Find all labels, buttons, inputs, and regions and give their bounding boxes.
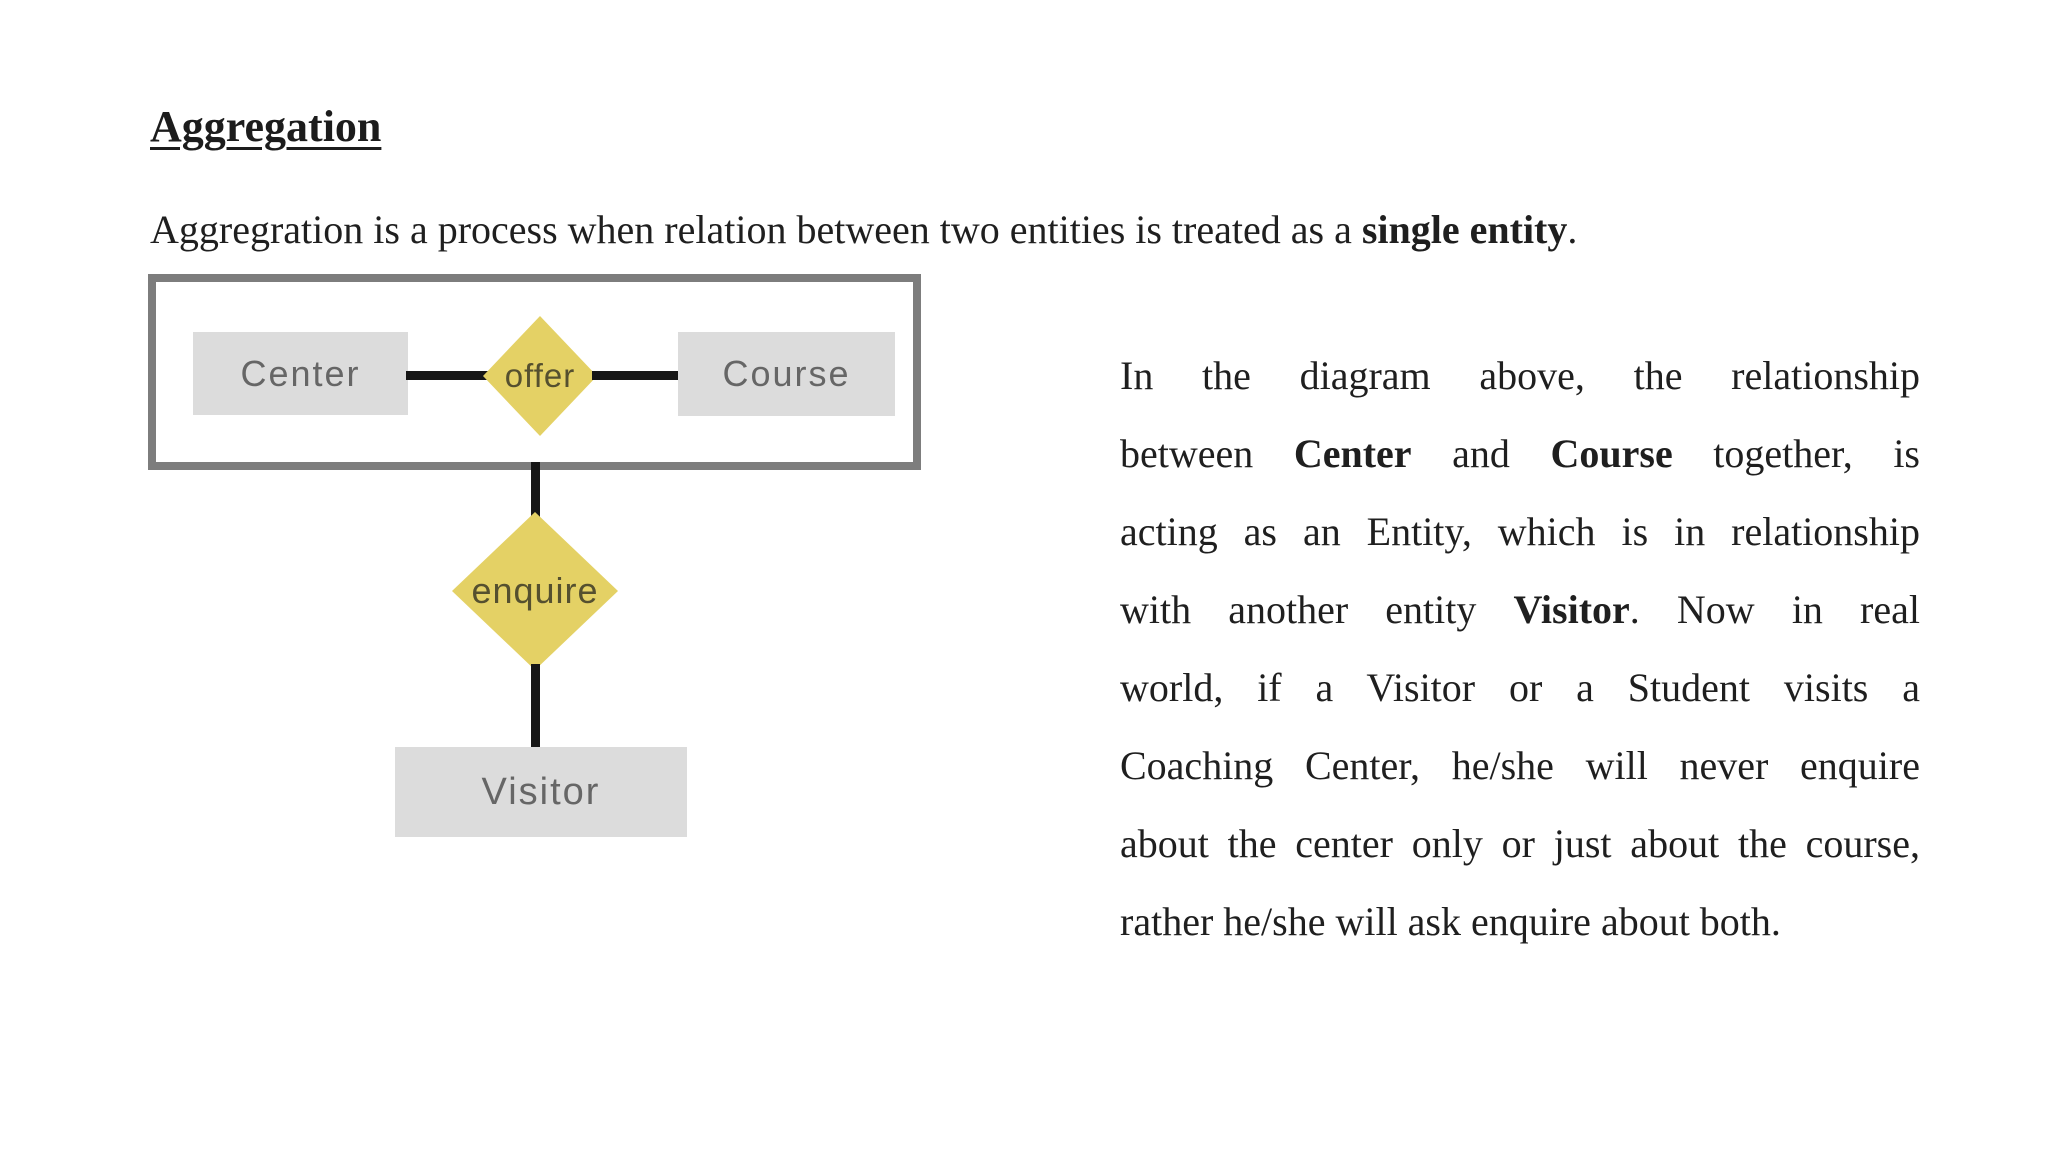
intro-paragraph: Aggregration is a process when relation … (150, 206, 1577, 254)
relationship-offer-label: offer (504, 357, 576, 394)
description-line: between Center and Course together, is (1120, 431, 1920, 476)
entity-course-label: Course (722, 353, 851, 394)
entity-center-label: Center (240, 352, 361, 394)
intro-period: . (1567, 207, 1578, 252)
description-line: world, if a Visitor or a Student visits … (1120, 665, 1920, 710)
description-text: In the diagram above, the relationship be… (1120, 337, 1920, 961)
description-line: Coaching Center, he/she will never enqui… (1120, 743, 1920, 788)
description-line: acting as an Entity, which is in relatio… (1120, 509, 1920, 554)
page-title: Aggregation (150, 102, 382, 152)
relationship-enquire-diamond: enquire (452, 512, 618, 670)
intro-text: Aggregration is a process when relation … (150, 207, 1362, 252)
description-line: with another entity Visitor. Now in real (1120, 587, 1920, 632)
intro-bold-text: single entity (1361, 207, 1568, 252)
entity-center: Center (193, 332, 408, 415)
relationship-enquire-label: enquire (471, 570, 599, 611)
connector-offer-course (592, 371, 682, 380)
description-line: In the diagram above, the relationship (1120, 353, 1920, 398)
connector-boundary-enquire (531, 462, 540, 518)
description-line: about the center only or just about the … (1120, 821, 1920, 866)
entity-course: Course (678, 332, 895, 416)
description-line: rather he/she will ask enquire about bot… (1120, 899, 1781, 944)
entity-visitor: Visitor (395, 747, 687, 837)
connector-enquire-visitor (531, 664, 540, 752)
entity-visitor-label: Visitor (481, 770, 601, 813)
connector-center-offer (406, 371, 488, 380)
